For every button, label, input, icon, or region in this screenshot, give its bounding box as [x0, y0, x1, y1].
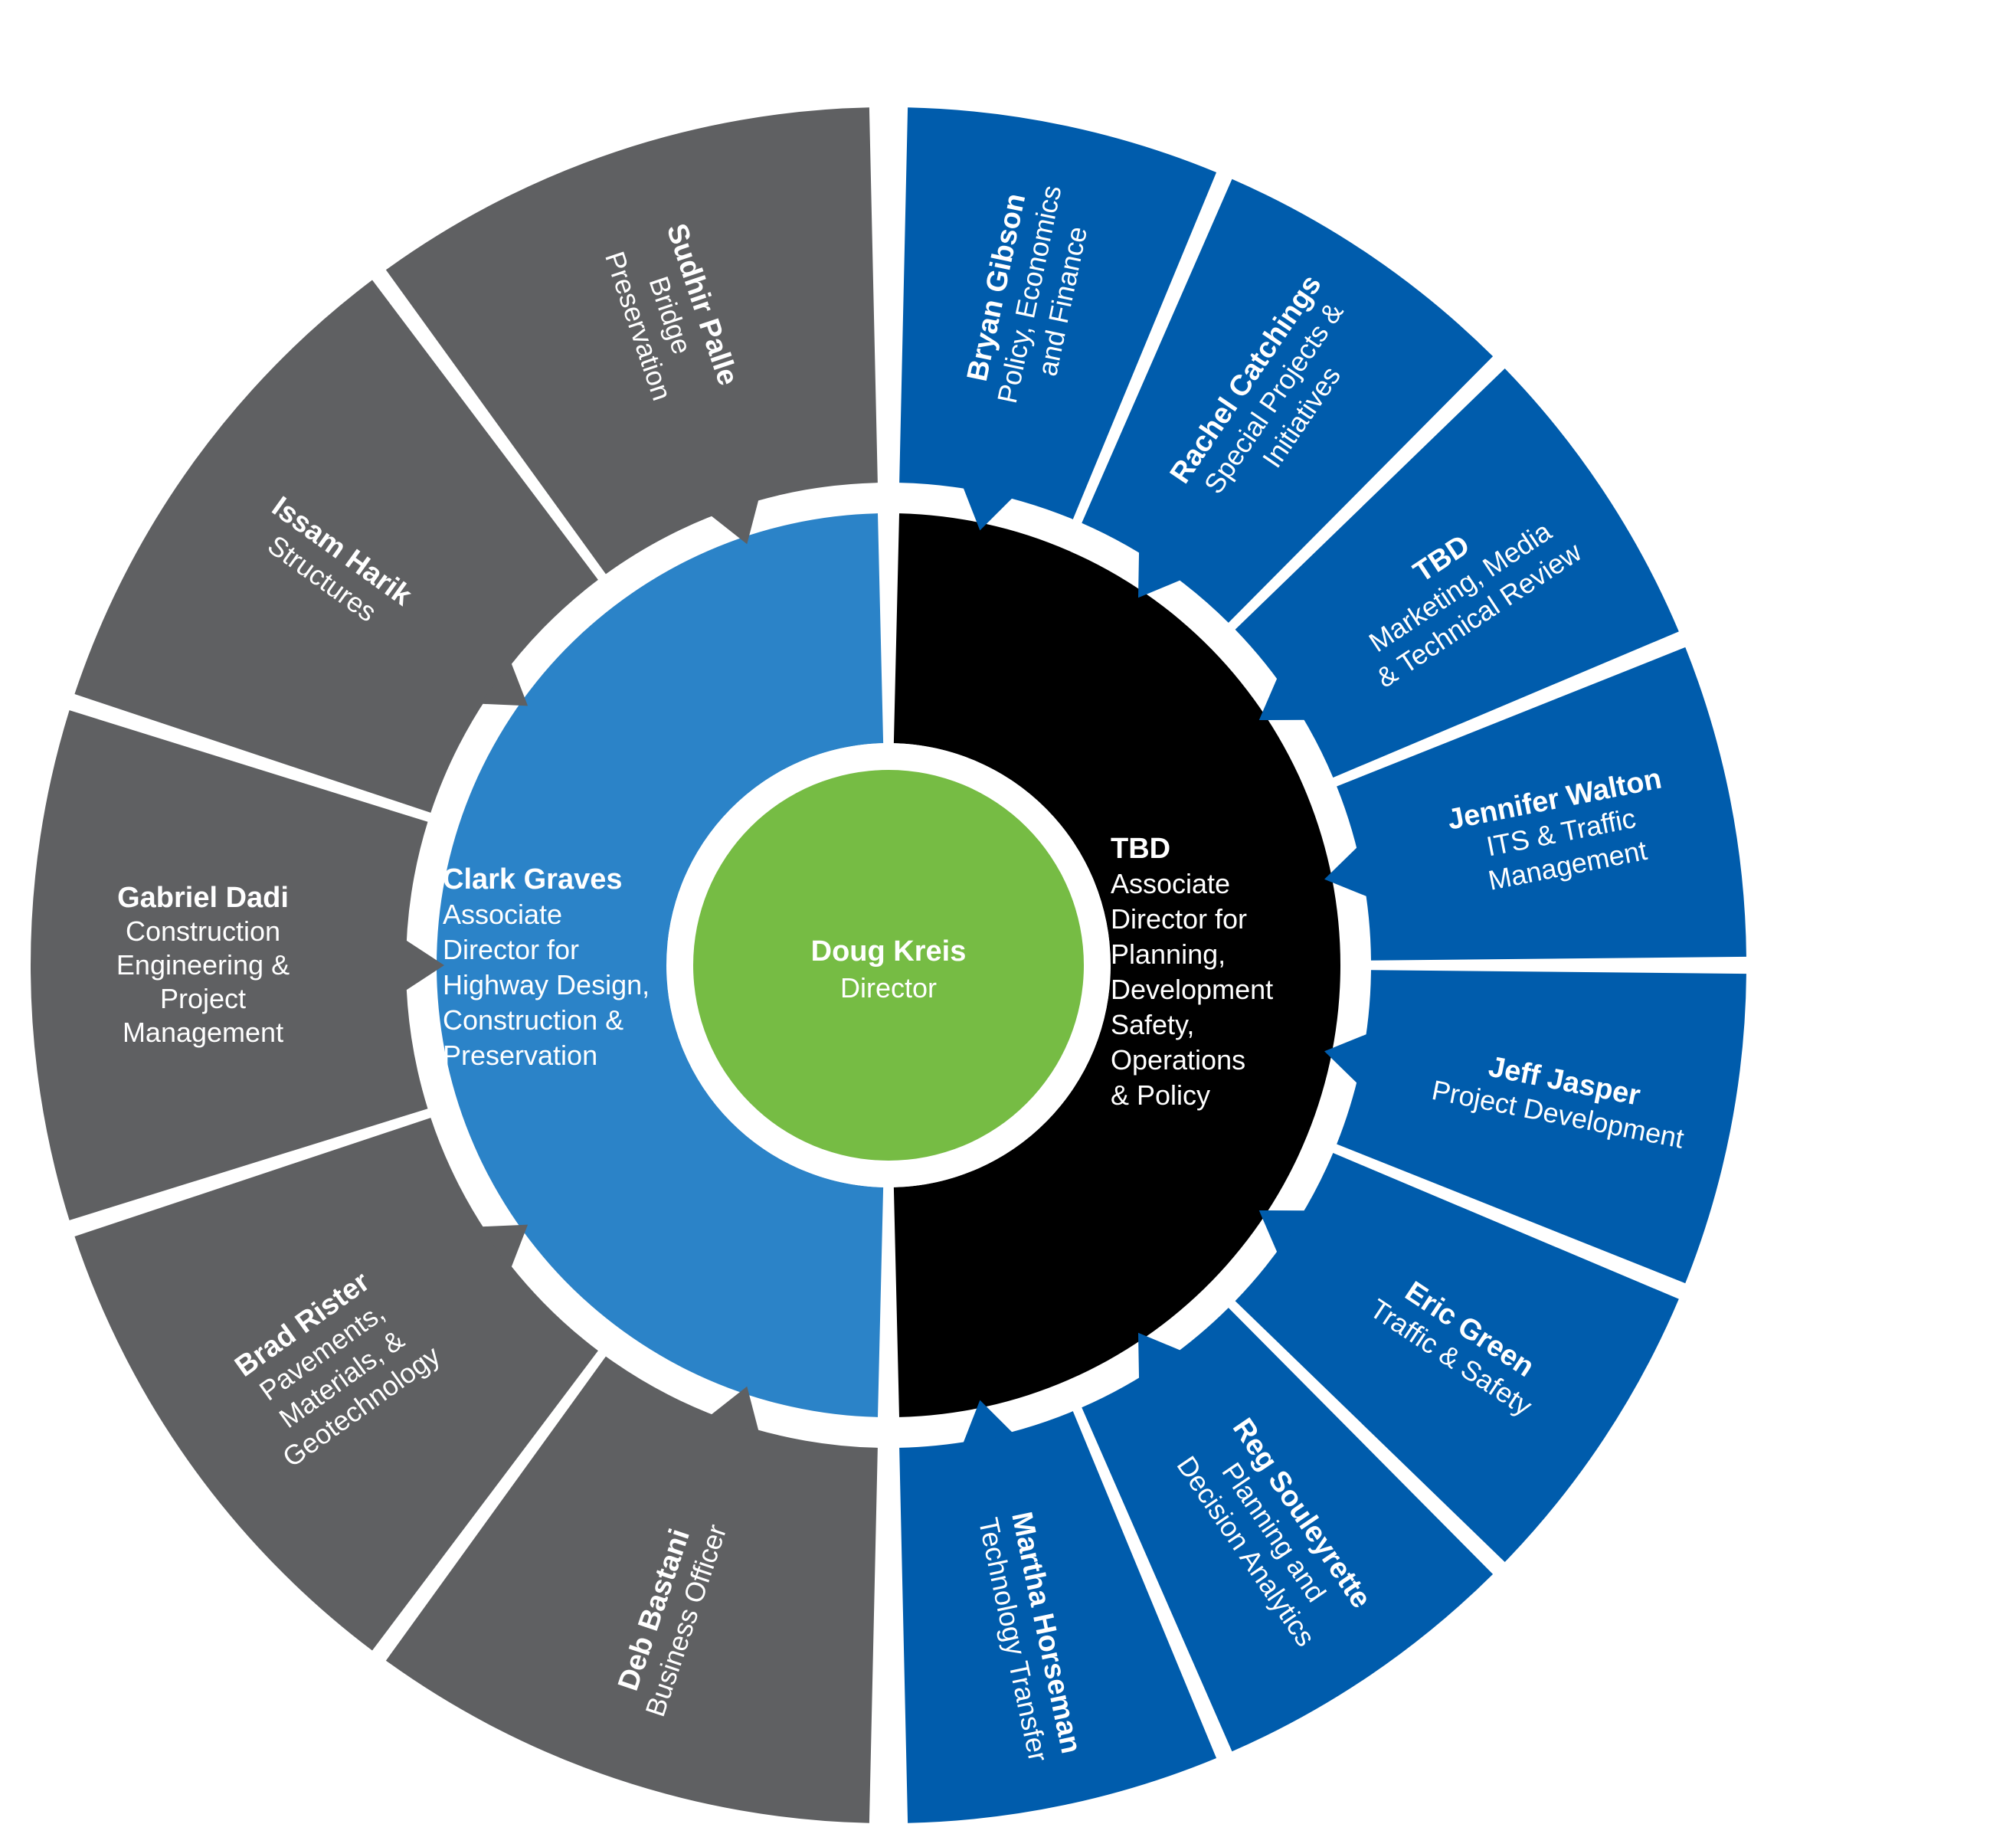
- left-unit-arrow-sudhir-palle: [709, 498, 759, 545]
- left-unit-arrow-issam-harik: [480, 661, 529, 706]
- right-unit-wedge-martha-horseman: [899, 1411, 1217, 1823]
- right-associate-title-line: Planning,: [1111, 938, 1226, 970]
- right-associate-half: [893, 513, 1340, 1417]
- left-associate-title-line: Highway Design,: [443, 969, 650, 1000]
- right-associate-title-line: Director for: [1111, 903, 1247, 935]
- left-unit-wedge-sudhir-palle: [385, 107, 878, 575]
- unit-role-line: Engineering &: [116, 949, 290, 981]
- director-name: Doug Kreis: [811, 935, 967, 968]
- outer-ring: [30, 107, 1746, 1823]
- right-unit-arrow-eric-green: [1258, 1210, 1307, 1255]
- right-associate-title-line: Operations: [1111, 1044, 1245, 1076]
- right-unit-wedge-tbd: [1235, 368, 1679, 778]
- right-unit-arrow-jeff-jasper: [1324, 1033, 1369, 1085]
- left-associate-title-line: Preservation: [443, 1040, 597, 1071]
- right-unit-wedge-eric-green: [1235, 1153, 1679, 1563]
- unit-role-line: Project: [160, 983, 246, 1014]
- unit-role-line: Management: [123, 1017, 283, 1048]
- left-unit-arrow-brad-rister: [480, 1224, 529, 1269]
- connector-arrows: [404, 486, 1369, 1445]
- associate-ring: [437, 513, 1340, 1417]
- left-unit-wedge-deb-bastani: [385, 1356, 878, 1823]
- right-associate-title-line: & Policy: [1111, 1079, 1210, 1111]
- right-associate-title-line: Development: [1111, 974, 1273, 1005]
- right-unit-arrow-bryan-gibson: [962, 486, 1014, 531]
- left-unit-wedge-issam-harik: [74, 280, 598, 813]
- unit-role-line: Construction: [126, 915, 280, 947]
- right-unit-arrow-reg-souleyrette: [1137, 1332, 1183, 1380]
- left-unit-wedge-gabriel-dadi: [30, 710, 428, 1220]
- right-unit-wedge-jennifer-walton: [1337, 647, 1746, 961]
- right-unit-wedge-reg-souleyrette: [1082, 1308, 1494, 1752]
- right-unit-arrow-jennifer-walton: [1324, 846, 1369, 898]
- right-unit-wedge-jeff-jasper: [1337, 970, 1746, 1284]
- right-associate-name: TBD: [1111, 833, 1170, 865]
- director-title: Director: [840, 972, 937, 1004]
- left-associate-title-line: Construction &: [443, 1004, 623, 1036]
- director-circle: [693, 770, 1084, 1161]
- right-unit-arrow-tbd: [1258, 676, 1307, 721]
- right-associate-title-line: Associate: [1111, 868, 1230, 899]
- left-associate-name: Clark Graves: [443, 863, 623, 896]
- unit-name: Gabriel Dadi: [117, 882, 289, 914]
- left-associate-title-line: Director for: [443, 934, 579, 965]
- left-associate-half: [437, 513, 884, 1417]
- right-unit-arrow-martha-horseman: [962, 1400, 1014, 1445]
- right-unit-wedge-rachel-catchings: [1082, 178, 1494, 623]
- left-unit-arrow-gabriel-dadi: [404, 939, 444, 991]
- left-unit-arrow-deb-bastani: [709, 1386, 759, 1433]
- right-unit-wedge-bryan-gibson: [899, 107, 1217, 519]
- director-hub: [666, 743, 1111, 1187]
- left-associate-title-line: Associate: [443, 899, 562, 930]
- right-unit-arrow-rachel-catchings: [1137, 550, 1183, 598]
- left-unit-wedge-brad-rister: [74, 1118, 598, 1651]
- right-associate-title-line: Safety,: [1111, 1009, 1194, 1040]
